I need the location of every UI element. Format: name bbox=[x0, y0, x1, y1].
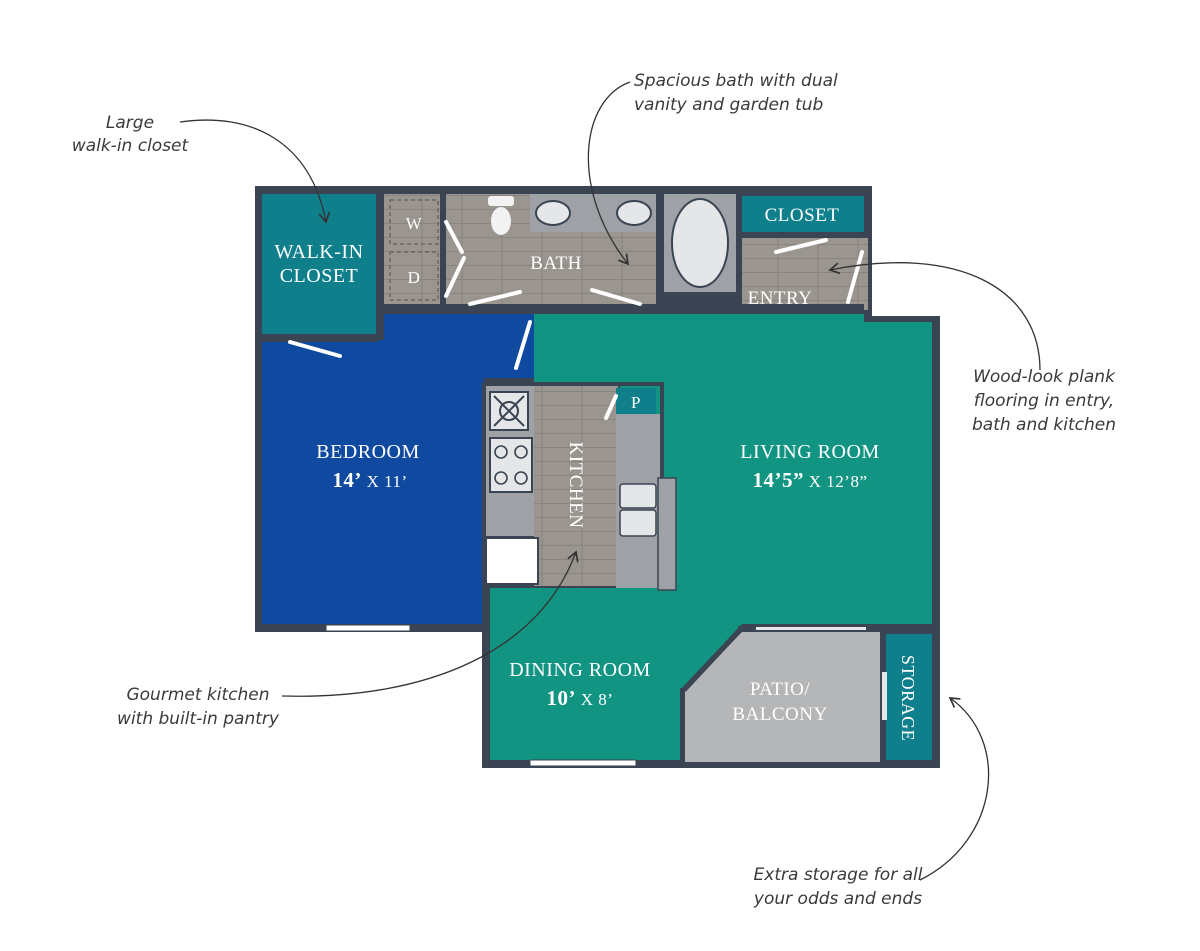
burner-icon bbox=[494, 471, 508, 485]
laundry-area bbox=[384, 194, 444, 304]
closet-callout-2: walk-in closet bbox=[72, 136, 190, 156]
washer-box bbox=[389, 199, 439, 245]
dryer-label: D bbox=[408, 268, 421, 287]
kitchen-sink-icon bbox=[619, 483, 657, 509]
patio-wall bbox=[680, 688, 685, 764]
flooring-callout-2: flooring in entry, bbox=[974, 391, 1114, 411]
kitchen-callout-2: with built-in pantry bbox=[117, 709, 280, 729]
interior-wall bbox=[440, 194, 446, 304]
burner-icon bbox=[514, 471, 528, 485]
interior-wall bbox=[262, 334, 378, 342]
interior-wall bbox=[378, 304, 864, 314]
living-room-dimensions: 14’5” X 12’8” bbox=[753, 468, 868, 492]
patio-label-1: PATIO/ bbox=[750, 679, 811, 700]
kitchen-wall bbox=[606, 382, 664, 386]
callout-arrows bbox=[179, 81, 1041, 881]
toilet-icon bbox=[491, 207, 511, 235]
fridge-icon bbox=[485, 537, 539, 585]
dryer-box bbox=[389, 251, 439, 301]
bath-callout-2: vanity and garden tub bbox=[634, 95, 823, 115]
burner-icon bbox=[494, 445, 508, 459]
storage-room bbox=[886, 634, 932, 760]
tub-ledge bbox=[656, 292, 740, 304]
bedroom-dimensions: 14’ X 11’ bbox=[332, 468, 407, 492]
walk-in-closet-label-2: CLOSET bbox=[280, 265, 359, 287]
toilet-tank-icon bbox=[488, 196, 514, 206]
patio-label-2: BALCONY bbox=[732, 704, 827, 725]
interior-wall bbox=[376, 190, 384, 340]
bath-label: BATH bbox=[530, 253, 582, 274]
storage-door bbox=[882, 672, 887, 720]
closet-callout-1: Large bbox=[106, 113, 154, 133]
window bbox=[325, 624, 411, 632]
burner-icon bbox=[514, 445, 528, 459]
walk-in-closet-room bbox=[262, 194, 376, 334]
interior-wall bbox=[736, 190, 742, 310]
pantry-label: P bbox=[631, 393, 641, 412]
kitchen-wall bbox=[660, 382, 664, 478]
interior-wall bbox=[736, 232, 866, 238]
kitchen-label: KITCHEN bbox=[565, 442, 586, 529]
storage-callout-1: Extra storage for all bbox=[754, 865, 923, 885]
flooring-callout-1: Wood-look plank bbox=[973, 367, 1116, 387]
flooring-callout-3: bath and kitchen bbox=[972, 415, 1116, 435]
kitchen-callout-1: Gourmet kitchen bbox=[126, 685, 269, 705]
kitchen-sink-icon bbox=[619, 509, 657, 537]
closet-label: CLOSET bbox=[765, 205, 840, 226]
bedroom-room bbox=[262, 314, 534, 624]
pantry-room bbox=[616, 388, 656, 414]
patio-wall bbox=[682, 628, 742, 692]
patio-room bbox=[684, 632, 880, 762]
sink-icon bbox=[535, 200, 571, 226]
dining-room-label: DINING ROOM bbox=[509, 659, 651, 681]
entry-closet-room bbox=[742, 196, 864, 232]
door-swings bbox=[288, 220, 864, 420]
kitchen-bar bbox=[657, 477, 677, 591]
entry-room bbox=[742, 238, 868, 310]
kitchen-wall bbox=[482, 382, 538, 386]
kitchen-wall bbox=[482, 382, 486, 632]
tub-icon bbox=[671, 198, 729, 288]
interior-wall bbox=[656, 194, 664, 292]
bath-callout-1: Spacious bath with dual bbox=[634, 71, 838, 91]
storage-callout-2: your odds and ends bbox=[753, 889, 922, 909]
walk-in-closet-label-1: WALK-IN bbox=[274, 241, 363, 263]
storage-label: STORAGE bbox=[898, 655, 918, 741]
stove-icon bbox=[489, 437, 533, 493]
living-dining-room bbox=[490, 314, 932, 760]
living-room-label: LIVING ROOM bbox=[740, 441, 879, 463]
entry-label: ENTRY bbox=[748, 288, 813, 309]
washer-label: W bbox=[406, 214, 423, 233]
dining-room-dimensions: 10’ X 8’ bbox=[547, 686, 614, 710]
window bbox=[529, 759, 637, 767]
bedroom-label: BEDROOM bbox=[316, 441, 420, 463]
vent-cross bbox=[493, 395, 525, 427]
window bbox=[756, 627, 866, 630]
vent-ring bbox=[499, 401, 519, 421]
sink-icon bbox=[616, 200, 652, 226]
